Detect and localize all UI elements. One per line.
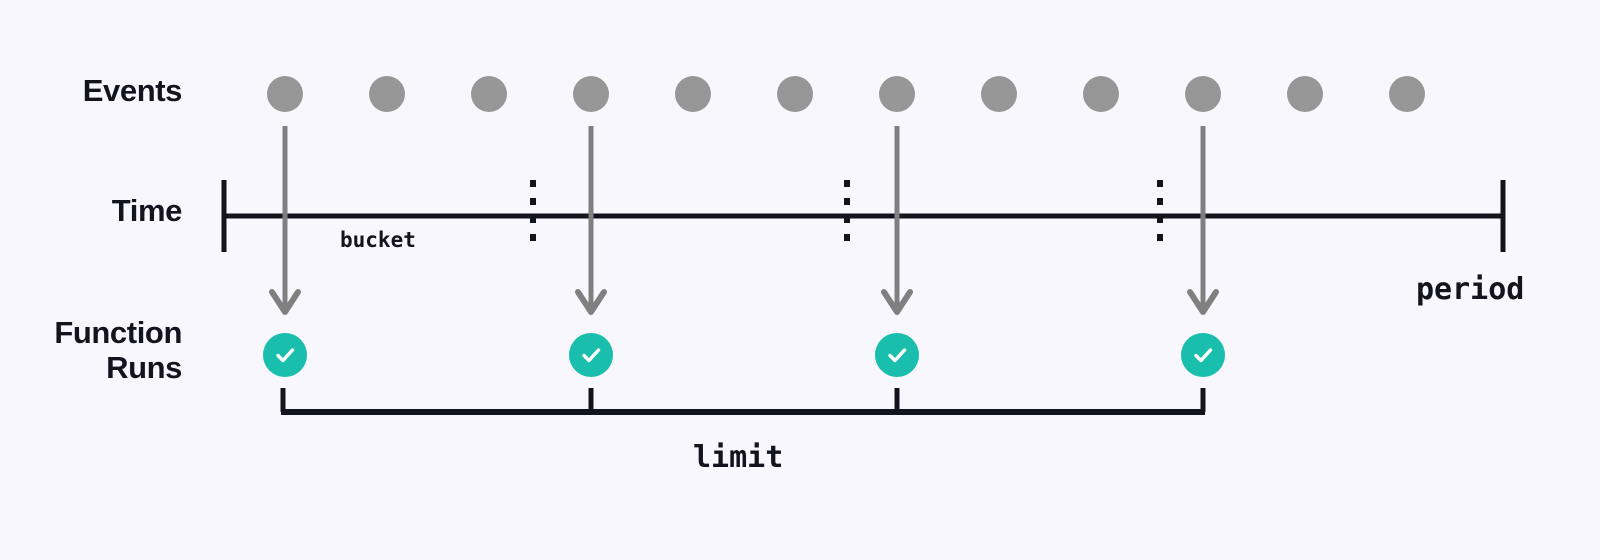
arrow-head	[269, 289, 301, 315]
limit-bracket-group	[280, 388, 1206, 415]
event-to-run-arrow-group	[269, 126, 1219, 315]
row-label-events: Events	[82, 73, 183, 108]
event-to-run-arrow-1	[269, 126, 301, 315]
function-run-node-3	[875, 333, 919, 377]
check-icon	[582, 348, 601, 363]
event-to-run-arrow-2	[575, 126, 607, 315]
check-icon	[888, 348, 907, 363]
event-dot-5	[675, 76, 711, 112]
event-dot-2	[369, 76, 405, 112]
check-icon-path	[582, 348, 601, 363]
event-to-run-arrow-4	[1187, 126, 1219, 315]
event-dot-1	[267, 76, 303, 112]
event-to-run-arrow-3	[881, 126, 913, 315]
event-dot-8	[981, 76, 1017, 112]
event-dot-11	[1287, 76, 1323, 112]
check-icon-path	[276, 348, 295, 363]
check-icon	[276, 348, 295, 363]
row-label-function-runs-line2: Runs	[106, 349, 182, 385]
check-icon-path	[1194, 348, 1213, 363]
arrow-head	[881, 289, 913, 315]
function-run-node-2	[569, 333, 613, 377]
arrow-head	[1187, 289, 1219, 315]
row-label-time: Time	[111, 193, 183, 228]
event-dot-6	[777, 76, 813, 112]
limit-annotation-label: limit	[693, 440, 784, 475]
bucket-divider-group	[530, 180, 1163, 250]
bucket-annotation-label: bucket	[340, 228, 416, 252]
event-dot-9	[1083, 76, 1119, 112]
event-dot-7	[879, 76, 915, 112]
check-icon-path	[888, 348, 907, 363]
row-label-function-runs: Function Runs	[0, 315, 182, 385]
row-label-function-runs-line1: Function	[54, 315, 182, 350]
function-run-node-4	[1181, 333, 1225, 377]
event-dot-12	[1389, 76, 1425, 112]
arrow-head	[575, 289, 607, 315]
check-icon	[1194, 348, 1213, 363]
period-annotation-label: period	[1416, 272, 1525, 307]
time-axis-group	[221, 180, 1506, 252]
event-dot-3	[471, 76, 507, 112]
event-dot-4	[573, 76, 609, 112]
function-run-node-1	[263, 333, 307, 377]
event-dot-10	[1185, 76, 1221, 112]
